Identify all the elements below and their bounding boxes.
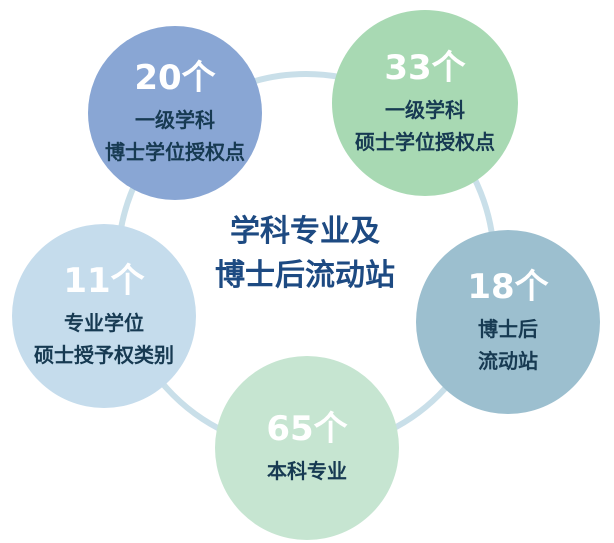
node-professional-master: 11个 专业学位 硕士授予权类别 bbox=[12, 224, 196, 408]
phd-disciplines-label-line2: 博士学位授权点 bbox=[105, 140, 245, 164]
phd-disciplines-label-line1: 一级学科 bbox=[135, 108, 215, 132]
professional-master-label-line1: 专业学位 bbox=[64, 311, 144, 335]
center-title-line2: 博士后流动站 bbox=[215, 258, 395, 293]
master-disciplines-label-line1: 一级学科 bbox=[385, 98, 465, 122]
node-postdoc: 18个 博士后 流动站 bbox=[416, 230, 600, 414]
node-phd-disciplines: 20个 一级学科 博士学位授权点 bbox=[88, 26, 262, 200]
postdoc-label-line1: 博士后 bbox=[478, 317, 538, 341]
professional-master-label-line2: 硕士授予权类别 bbox=[34, 343, 174, 367]
center-title: 学科专业及 博士后流动站 bbox=[180, 210, 430, 298]
phd-disciplines-count: 20个 bbox=[134, 58, 216, 98]
undergrad-label-line1: 本科专业 bbox=[267, 459, 347, 483]
professional-master-count: 11个 bbox=[63, 261, 145, 301]
postdoc-label-line2: 流动站 bbox=[478, 349, 538, 373]
node-undergrad: 65个 本科专业 bbox=[215, 356, 399, 540]
center-title-line1: 学科专业及 bbox=[230, 214, 380, 249]
undergrad-count: 65个 bbox=[266, 409, 348, 449]
master-disciplines-label-line2: 硕士学位授权点 bbox=[355, 130, 495, 154]
node-master-disciplines: 33个 一级学科 硕士学位授权点 bbox=[332, 10, 518, 196]
postdoc-count: 18个 bbox=[467, 267, 549, 307]
master-disciplines-count: 33个 bbox=[384, 48, 466, 88]
